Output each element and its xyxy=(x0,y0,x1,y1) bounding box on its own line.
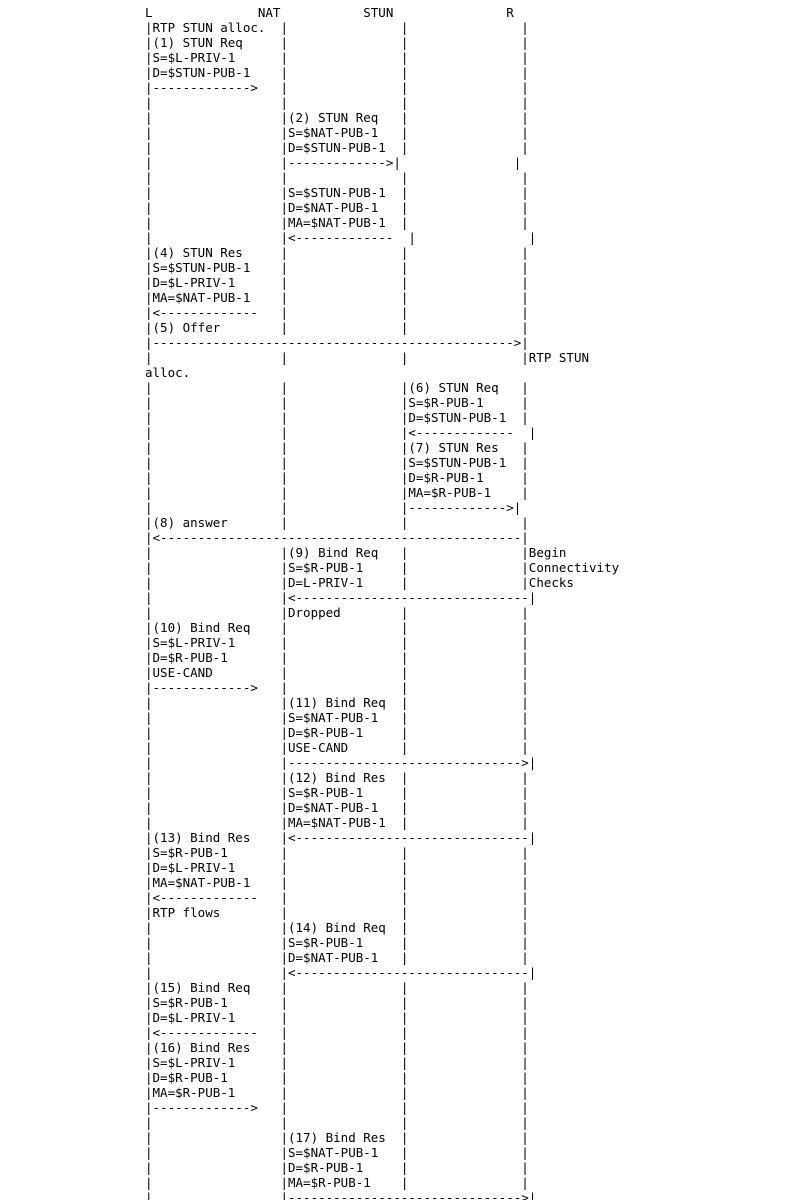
diagram-row: | |MA=$R-PUB-1 | | xyxy=(145,1175,529,1190)
diagram-row: | |S=$NAT-PUB-1 | | xyxy=(145,1145,529,1160)
diagram-row: | |(17) Bind Res | | xyxy=(145,1130,529,1145)
diagram-row: |(10) Bind Req | | | xyxy=(145,620,529,635)
diagram-row: |MA=$NAT-PUB-1 | | | xyxy=(145,290,529,305)
diagram-row: | |------------->| | xyxy=(145,155,522,170)
diagram-row: | |(11) Bind Req | | xyxy=(145,695,529,710)
diagram-row: |<------------- | | | xyxy=(145,1025,529,1040)
diagram-row: | |D=$R-PUB-1 | | xyxy=(145,1160,529,1175)
diagram-row: | |Dropped | | xyxy=(145,605,529,620)
diagram-row: |D=$L-PRIV-1 | | | xyxy=(145,1010,529,1025)
diagram-row: |<------------- | | | xyxy=(145,305,529,320)
diagram-row: |S=$R-PUB-1 | | | xyxy=(145,845,529,860)
diagram-row: | |MA=$NAT-PUB-1 | | xyxy=(145,215,529,230)
diagram-row: | | |(6) STUN Req | xyxy=(145,380,529,395)
diagram-row: |S=$L-PRIV-1 | | | xyxy=(145,50,529,65)
diagram-row: |(15) Bind Req | | | xyxy=(145,980,529,995)
diagram-row: | |MA=$NAT-PUB-1 | | xyxy=(145,815,529,830)
diagram-row: |D=$STUN-PUB-1 | | | xyxy=(145,65,529,80)
diagram-row: |<------------- | | | xyxy=(145,890,529,905)
diagram-row: |(16) Bind Res | | | xyxy=(145,1040,529,1055)
diagram-row: | | | | xyxy=(145,170,529,185)
diagram-row: |S=$STUN-PUB-1 | | | xyxy=(145,260,529,275)
diagram-row: |(5) Offer | | | xyxy=(145,320,529,335)
diagram-row: |<--------------------------------------… xyxy=(145,530,529,545)
diagram-row: | |D=$R-PUB-1 | | xyxy=(145,725,529,740)
diagram-row: | |------------------------------->| xyxy=(145,755,537,770)
diagram-row: |D=$R-PUB-1 | | | xyxy=(145,1070,529,1085)
diagram-row: | | |D=$R-PUB-1 | xyxy=(145,470,529,485)
diagram-row: | |S=$NAT-PUB-1 | | xyxy=(145,710,529,725)
diagram-row: | |D=$NAT-PUB-1 | | xyxy=(145,950,529,965)
diagram-row: |S=$L-PRIV-1 | | | xyxy=(145,1055,529,1070)
diagram-row: |(13) Bind Res |<-----------------------… xyxy=(145,830,537,845)
diagram-row: | |(9) Bind Req | |Begin xyxy=(145,545,567,560)
diagram-row: | |------------------------------->| xyxy=(145,1190,537,1200)
diagram-row: | | |<------------- | xyxy=(145,425,537,440)
diagram-row: | |D=$NAT-PUB-1 | | xyxy=(145,200,529,215)
diagram-row: | |S=$R-PUB-1 | | xyxy=(145,785,529,800)
diagram-row: | | |------------->| xyxy=(145,500,522,515)
diagram-row: |-------------> | | | xyxy=(145,1100,529,1115)
diagram-row: | |S=$R-PUB-1 | |Connectivity xyxy=(145,560,620,575)
diagram-row: |S=$R-PUB-1 | | | xyxy=(145,995,529,1010)
diagram-row: | | |(7) STUN Res | xyxy=(145,440,529,455)
diagram-row: |S=$L-PRIV-1 | | | xyxy=(145,635,529,650)
diagram-row: |-------------> | | | xyxy=(145,80,529,95)
diagram-row: |D=$L-PRIV-1 | | | xyxy=(145,860,529,875)
diagram-row: | | | |RTP STUN xyxy=(145,350,590,365)
diagram-row: | |(12) Bind Res | | xyxy=(145,770,529,785)
diagram-row: |D=$R-PUB-1 | | | xyxy=(145,650,529,665)
diagram-row: | |D=$STUN-PUB-1 | | xyxy=(145,140,529,155)
diagram-row: alloc. xyxy=(145,365,191,380)
diagram-row: |MA=$R-PUB-1 | | | xyxy=(145,1085,529,1100)
diagram-row: |(4) STUN Res | | | xyxy=(145,245,529,260)
diagram-row: | | |S=$R-PUB-1 | xyxy=(145,395,529,410)
diagram-row: | |D=$NAT-PUB-1 | | xyxy=(145,800,529,815)
diagram-row: |(8) answer | | | xyxy=(145,515,529,530)
diagram-row: | |<-------------------------------| xyxy=(145,965,537,980)
diagram-row: | |USE-CAND | | xyxy=(145,740,529,755)
diagram-row: |(1) STUN Req | | | xyxy=(145,35,529,50)
diagram-row: | | |MA=$R-PUB-1 | xyxy=(145,485,529,500)
diagram-row: | |(14) Bind Req | | xyxy=(145,920,529,935)
diagram-row: |D=$L-PRIV-1 | | | xyxy=(145,275,529,290)
diagram-row: | | |S=$STUN-PUB-1 | xyxy=(145,455,529,470)
diagram-row: | |<-------------------------------| xyxy=(145,590,537,605)
diagram-row: | |S=$STUN-PUB-1 | | xyxy=(145,185,529,200)
participant-header-row: L NAT STUN R xyxy=(145,5,514,20)
diagram-row: | |<------------- | | xyxy=(145,230,537,245)
diagram-row: |-------------> | | | xyxy=(145,680,529,695)
diagram-row: |RTP STUN alloc. | | | xyxy=(145,20,529,35)
diagram-row: | | | | xyxy=(145,95,529,110)
diagram-row: | | | | xyxy=(145,1115,529,1130)
diagram-row: |RTP flows | | | xyxy=(145,905,529,920)
diagram-row: | | |D=$STUN-PUB-1 | xyxy=(145,410,529,425)
diagram-row: |---------------------------------------… xyxy=(145,335,529,350)
diagram-row: |USE-CAND | | | xyxy=(145,665,529,680)
diagram-row: | |(2) STUN Req | | xyxy=(145,110,529,125)
diagram-row: | |D=L-PRIV-1 | |Checks xyxy=(145,575,574,590)
diagram-row: |MA=$NAT-PUB-1 | | | xyxy=(145,875,529,890)
ascii-call-flow: L NAT STUN R |RTP STUN alloc. | | | |(1)… xyxy=(145,5,620,1200)
diagram-row: | |S=$NAT-PUB-1 | | xyxy=(145,125,529,140)
diagram-row: | |S=$R-PUB-1 | | xyxy=(145,935,529,950)
